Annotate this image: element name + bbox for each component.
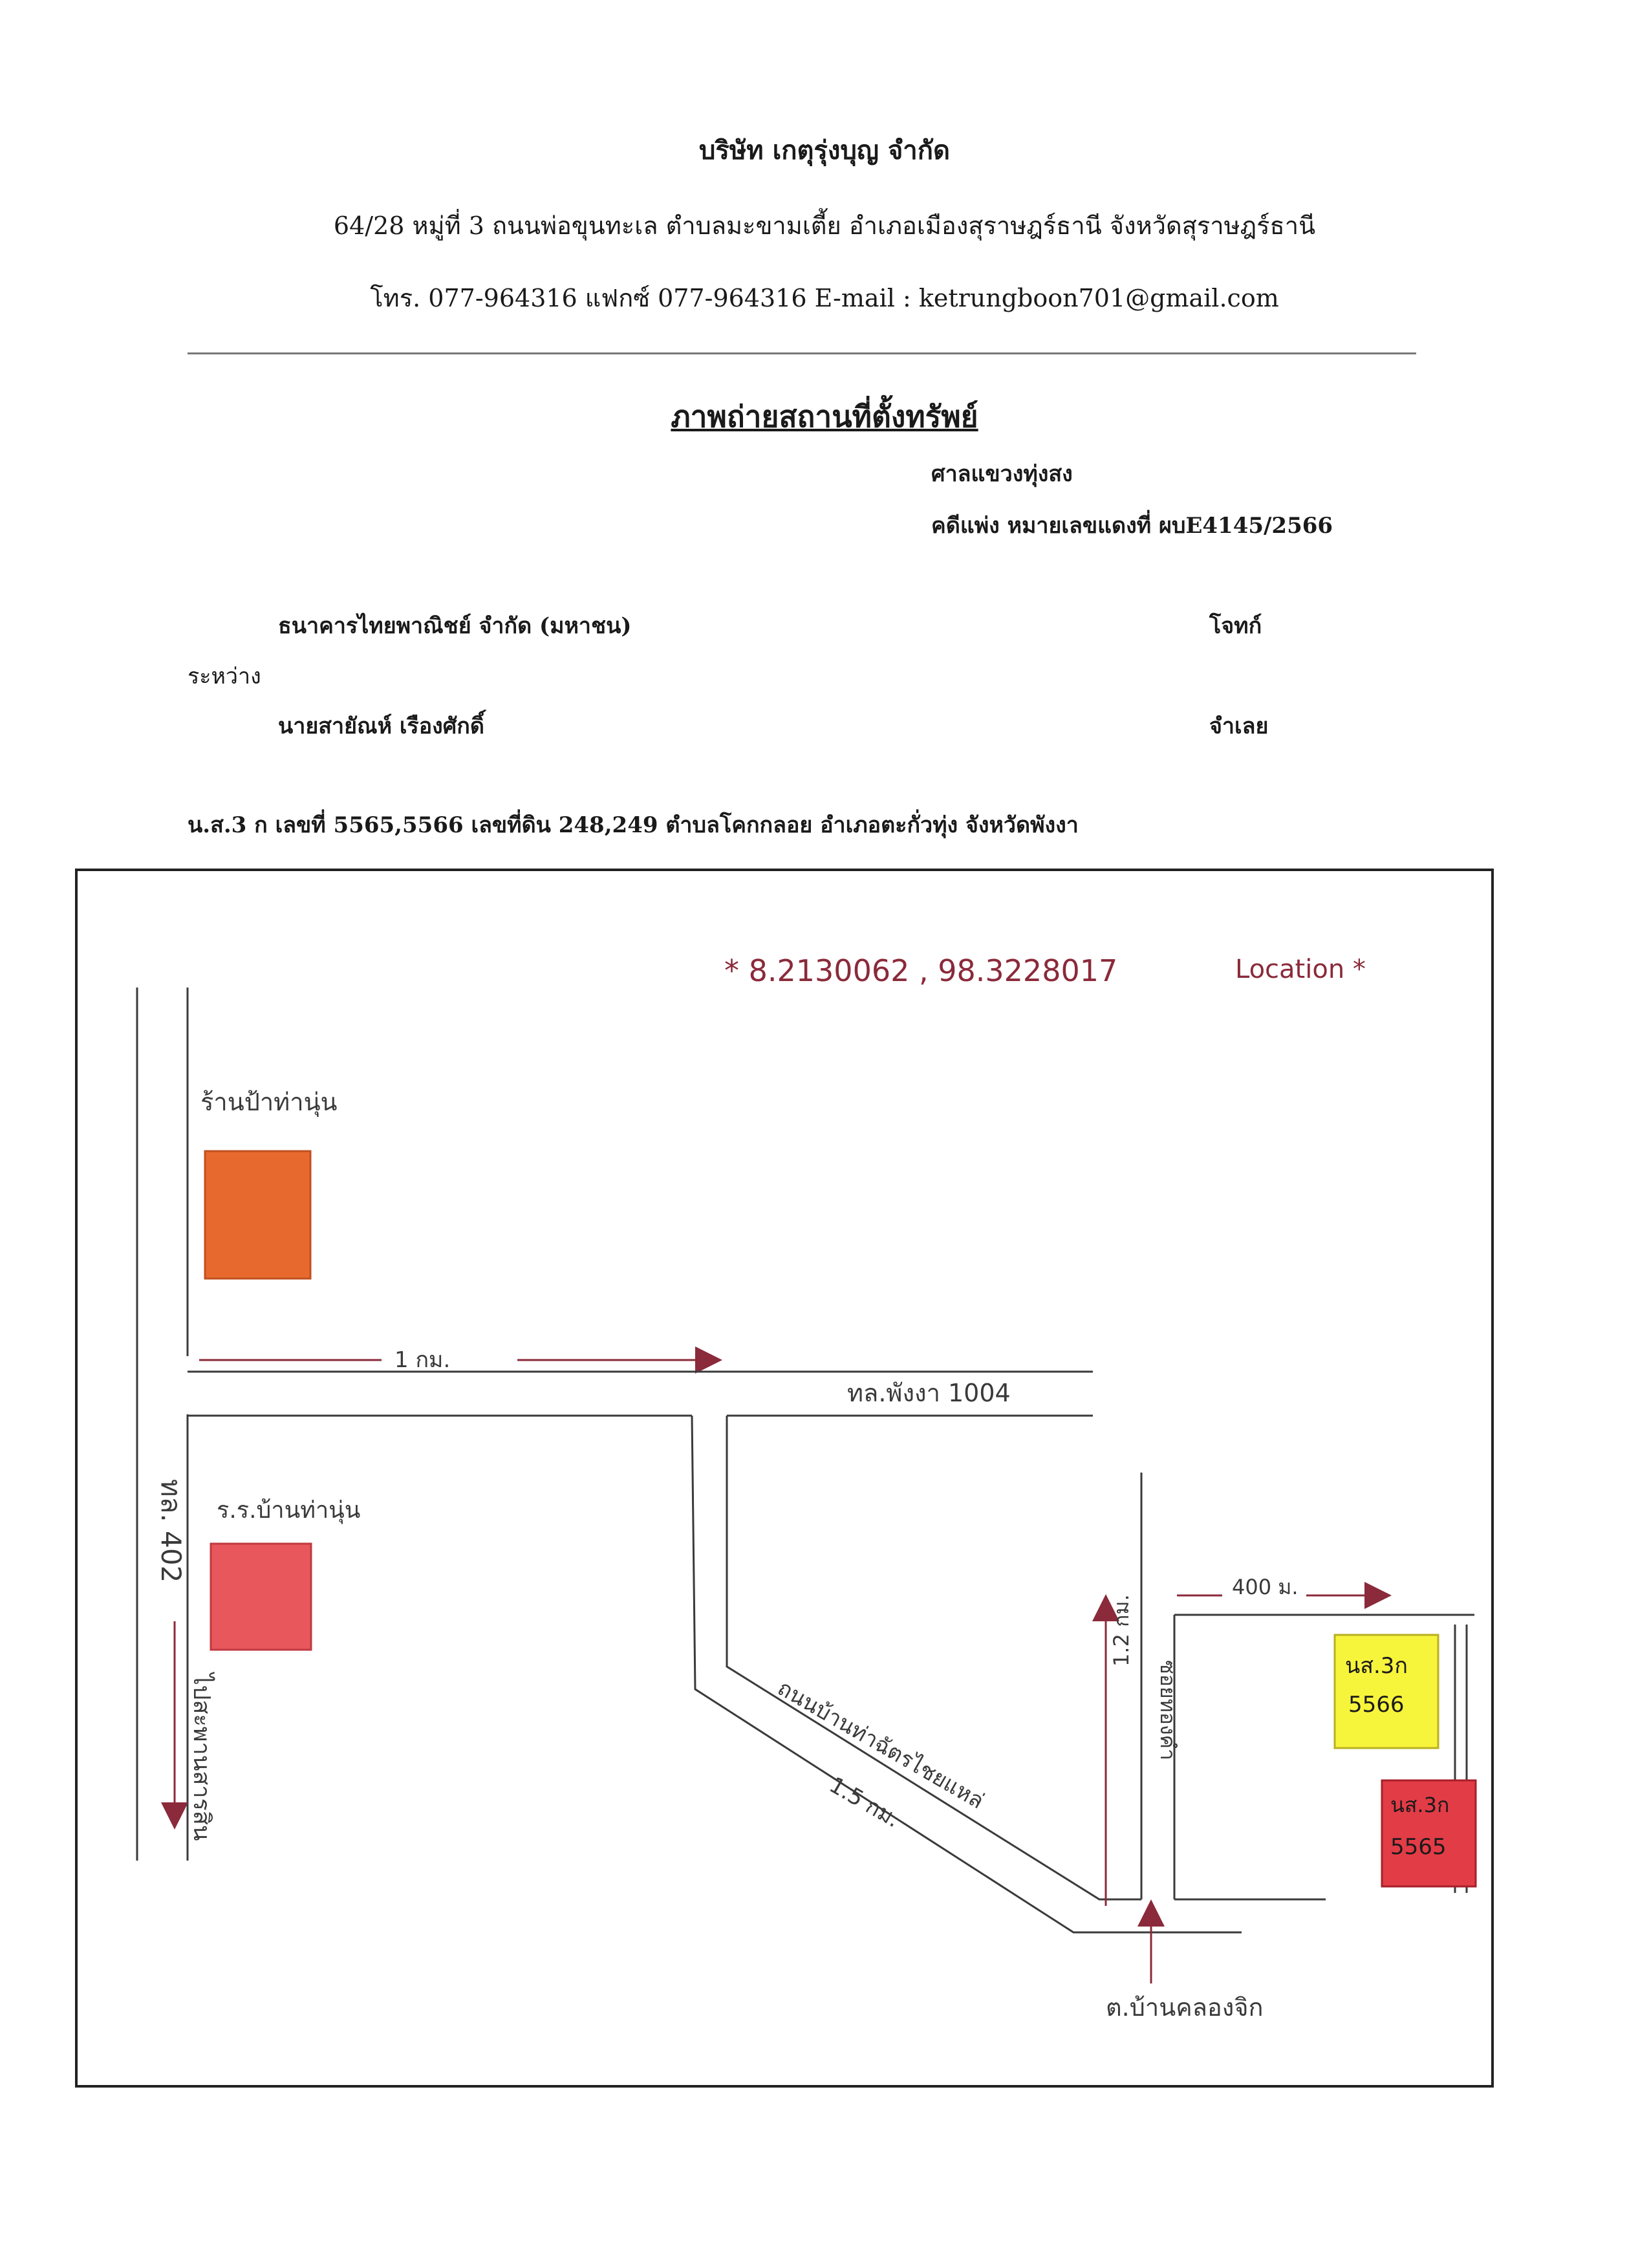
diagonal-road-inner-edge xyxy=(726,1416,1141,1901)
plaintiff-name: ธนาคารไทยพาณิชย์ จำกัด (มหาชน) xyxy=(278,613,632,639)
case-number: คดีแพ่ง หมายเลขแดงที่ ผบE4145/2566 xyxy=(931,513,1333,539)
shop-block xyxy=(204,1150,312,1280)
company-contact: โทร. 077-964316 แฟกซ์ 077-964316 E-mail … xyxy=(370,284,1279,312)
parcel-5566-number: 5566 xyxy=(1348,1692,1405,1718)
dist-1-5km-label: 1.5 กม. xyxy=(825,1772,905,1833)
parcel-5565-type: นส.3ก xyxy=(1390,1793,1449,1817)
dist-1-2km-label: 1.2 กม. xyxy=(1109,1594,1134,1667)
map-location-label: Location * xyxy=(1235,955,1366,984)
location-map: * 8.2130062 , 98.3228017 Location * ทล. … xyxy=(75,869,1494,2088)
highway-label: ทล. 402 xyxy=(155,1479,187,1582)
dist-400m-label: 400 ม. xyxy=(1232,1575,1299,1599)
plaintiff-role: โจทก์ xyxy=(1209,613,1262,639)
diagonal-road-outer-edge xyxy=(691,1415,1242,1934)
road-1004-label: ทล.พังงา 1004 xyxy=(847,1379,1011,1407)
defendant-name: นายสายัณห์ เรืองศักดิ์ xyxy=(278,713,484,739)
side-road-label: ซอยทองคำ xyxy=(1156,1660,1180,1760)
between-label: ระหว่าง xyxy=(188,664,261,689)
deed-line: น.ส.3 ก เลขที่ 5565,5566 เลขที่ดิน 248,2… xyxy=(188,812,1079,838)
company-name: บริษัท เกตุรุ่งบุญ จำกัด xyxy=(699,135,950,166)
map-drawing: * 8.2130062 , 98.3228017 Location * ทล. … xyxy=(136,953,1477,2022)
bottom-location-label: ต.บ้านคลองจิก xyxy=(1106,1993,1264,2022)
school-block xyxy=(210,1542,312,1651)
parcel-5566-type: นส.3ก xyxy=(1345,1653,1408,1679)
to-sarasin-label: ไปสะพานสารสิน xyxy=(188,1672,215,1841)
court-name: ศาลแขวงทุ่งสง xyxy=(931,461,1073,487)
header-divider xyxy=(188,352,1416,354)
map-coordinates: * 8.2130062 , 98.3228017 xyxy=(724,953,1117,988)
school-label: ร.ร.บ้านท่านุ่น xyxy=(217,1497,360,1524)
parcel-5565-block xyxy=(1381,1779,1477,1888)
defendant-role: จำเลย xyxy=(1209,713,1269,739)
company-address: 64/28 หมู่ที่ 3 ถนนพ่อขุนทะเล ตำบลมะขามเ… xyxy=(333,211,1316,240)
parcel-5565-number: 5565 xyxy=(1390,1834,1447,1860)
dist-1km-label: 1 กม. xyxy=(394,1347,450,1373)
parcel-5566-block xyxy=(1333,1634,1439,1749)
document-title: ภาพถ่ายสถานที่ตั้งทรัพย์ xyxy=(671,399,978,434)
shop-label: ร้านป้าท่านุ่น xyxy=(200,1088,338,1117)
diagonal-road-label: ถนนบ้านท่าฉัตรไชยแหล่ xyxy=(773,1675,989,1814)
